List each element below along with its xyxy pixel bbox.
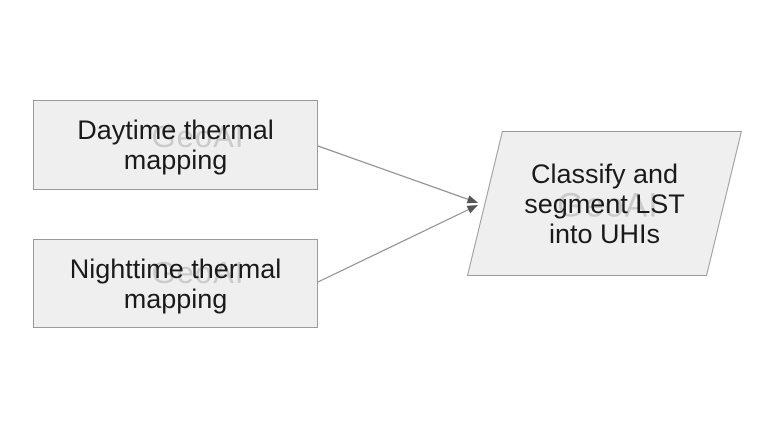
node-daytime-thermal-mapping-shape [33, 100, 318, 190]
node-nighttime-thermal-mapping-shape [33, 239, 318, 328]
node-nighttime-thermal-mapping-label: Nighttime thermal mapping [69, 253, 282, 314]
connector-nighttime-to-classify [317, 204, 479, 283]
node-daytime-thermal-mapping-label: Daytime thermal mapping [77, 115, 274, 175]
connector-daytime-to-classify [317, 145, 479, 204]
node-classify-segment-label: Classify and segment LST into UHIs [524, 158, 685, 249]
